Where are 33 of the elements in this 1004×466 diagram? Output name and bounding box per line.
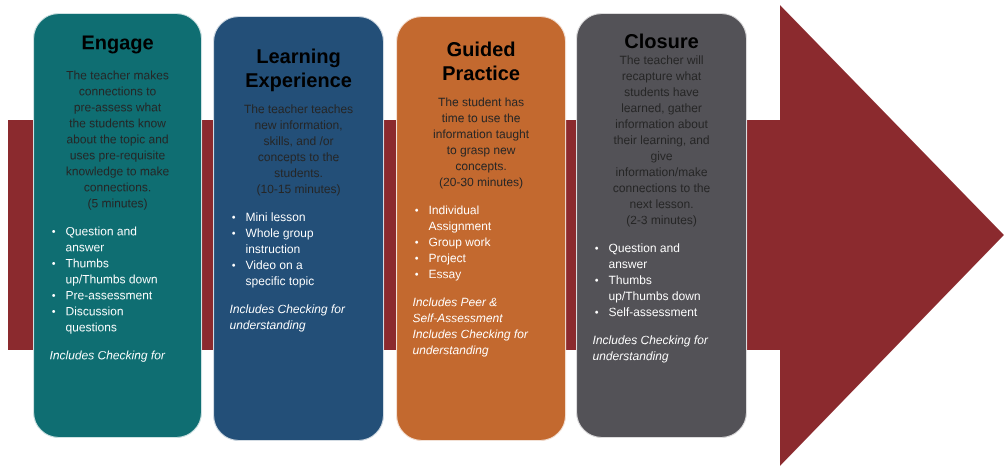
stage-card — [576, 13, 748, 439]
bullet-item: Project — [415, 253, 466, 265]
bullet-item: Whole group instruction — [232, 228, 314, 254]
description: (20-30 minutes) — [439, 177, 523, 189]
note: Includes Checking for understanding — [230, 304, 346, 332]
note: Includes Checking for understanding — [413, 329, 529, 357]
description: (5 minutes) — [88, 198, 147, 210]
description: The teacher makes connections to pre-assess what the students know about the topic and uses pre-requisite knowledge to make connections. — [66, 70, 169, 192]
bullet-item: Individual Assignment — [415, 205, 492, 233]
bullet-item: Video on a specific topic — [232, 260, 314, 288]
card-title: Learning Experience — [246, 48, 352, 92]
bullet-item: Thumbs up/Thumbs down — [595, 275, 700, 303]
note: Includes Checking for understanding — [593, 335, 709, 363]
bullet-item: Essay — [415, 269, 462, 281]
description: (10-15 minutes) — [257, 184, 340, 196]
bullet-item: Question and answer — [52, 226, 137, 252]
stage-card — [213, 16, 385, 442]
note: Includes Peer & Self-Assessment — [412, 297, 503, 323]
card-title: Guided Practice — [443, 41, 520, 81]
note: Includes Checking for — [50, 350, 166, 362]
bullet-item: Mini lesson — [232, 212, 305, 222]
stage-card — [33, 13, 203, 439]
card-title: Engage — [82, 35, 153, 54]
stage-card — [396, 16, 567, 442]
bullet-item: Pre-assessment — [52, 291, 153, 300]
bullet-item: Question and answer — [595, 243, 680, 269]
description: The student has time to use the information taught to grasp new concepts. — [433, 97, 529, 173]
card-title: Closure — [625, 33, 699, 49]
bullet-item: Discussion questions — [52, 306, 123, 334]
bullet-item: Group work — [415, 237, 491, 249]
description: The teacher teaches new information, skills, and /or concepts to the students. — [244, 104, 353, 178]
bullet-item: Thumbs up/Thumbs down — [52, 258, 157, 286]
bullet-item: Self-assessment — [595, 307, 698, 317]
